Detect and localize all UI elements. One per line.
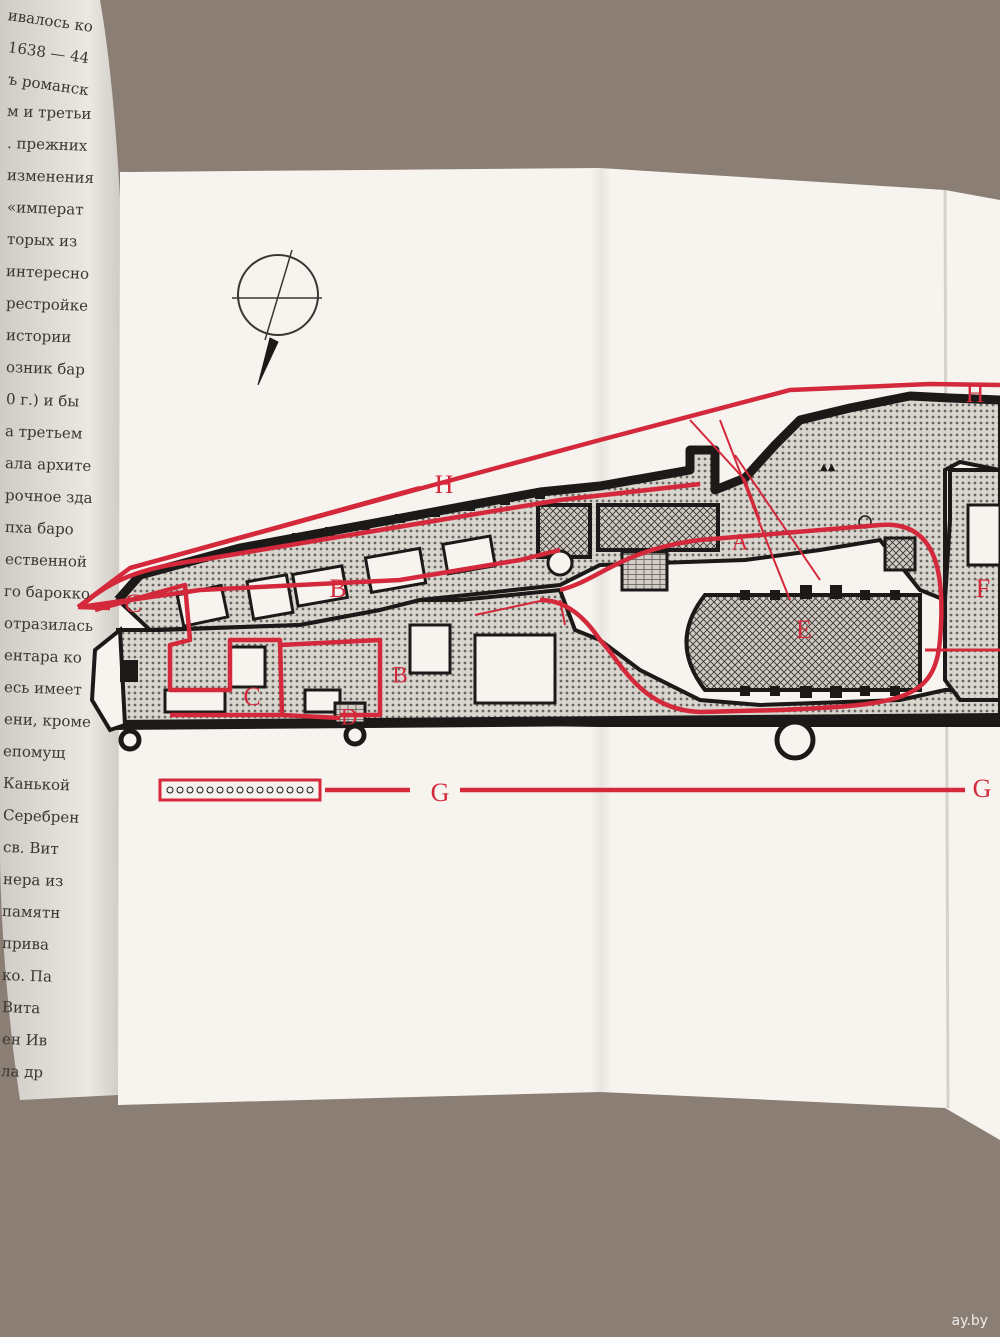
book-text-line: епомущ — [3, 742, 67, 763]
book-text-line: интересно — [6, 262, 90, 283]
book-text-line: ла др — [1, 1062, 44, 1082]
zone-e-outline — [539, 522, 944, 715]
book-text-line: истории — [5, 326, 72, 347]
label-c-south: C — [243, 682, 261, 711]
south-rooms — [163, 623, 557, 714]
west-gate — [89, 626, 138, 733]
book-text-line: ен Ив — [1, 1030, 48, 1050]
book-text-line: нера из — [2, 870, 64, 891]
zone-b-outline — [78, 481, 701, 610]
book-text-line: а третьем — [5, 422, 84, 443]
book-text-line: го барокко — [4, 582, 91, 603]
zone-g-strip — [158, 778, 322, 802]
book-text-line: Серебрен — [2, 806, 80, 827]
route-connectors — [474, 419, 821, 626]
label-h-left: H — [434, 470, 454, 499]
label-d: D — [340, 704, 358, 730]
book-text-line: отразилась — [3, 614, 94, 636]
zone-d-outline — [281, 712, 341, 721]
book-text-line: Канькой — [2, 774, 71, 795]
label-b-lower: B — [392, 662, 408, 688]
book-text-line: м и третьи — [7, 102, 93, 123]
north-outer-wall — [114, 391, 1000, 603]
book-text-line: прива — [1, 934, 50, 954]
label-h-right: H — [965, 379, 985, 408]
book-text-line: озник бар — [5, 358, 86, 379]
label-g-left: G — [430, 778, 450, 807]
book-text-line: изменения — [6, 166, 95, 188]
small-mark: ▲▲ — [820, 462, 836, 473]
book-text-line: . прежних — [6, 134, 88, 155]
book-text-line: ко. Па — [1, 966, 53, 986]
label-b-upper: B — [329, 574, 347, 603]
book-text-line: ентара ко — [3, 646, 83, 667]
south-outer-wall — [114, 713, 1000, 730]
book-text-line: памятн — [2, 902, 62, 923]
compass-icon — [232, 249, 322, 386]
label-e: E — [796, 615, 812, 644]
label-c-west: C — [124, 589, 142, 618]
zone-c-outline — [94, 582, 285, 718]
book-text-line: рочное зда — [4, 486, 93, 508]
zone-h-top-line — [129, 485, 421, 571]
castle-floor-plan — [89, 391, 1000, 761]
book-text-line: пха баро — [4, 518, 74, 539]
st-vitus-cathedral — [684, 515, 922, 698]
book-text-line: «императ — [6, 198, 84, 219]
book-text-line: ественной — [4, 550, 87, 571]
left-book-page — [0, 0, 127, 1100]
book-text-line: торых из — [6, 230, 78, 251]
round-towers — [118, 719, 816, 761]
route-outlines — [76, 381, 1000, 793]
book-text-line: Вита — [1, 998, 41, 1018]
book-text-line: ени, кроме — [3, 710, 91, 732]
book-text-line: 0 г.) и бы — [5, 390, 80, 411]
watermark: ay.by — [951, 1313, 989, 1329]
book-text-line: св. Вит — [2, 838, 59, 858]
east-structure — [943, 468, 1000, 702]
book-text-line: рестройке — [5, 294, 89, 315]
book-text-line: ала архите — [4, 454, 92, 476]
label-a: A — [731, 529, 749, 555]
book-text-line: есь имеет — [3, 678, 83, 699]
paper-fold-crease — [590, 168, 612, 1092]
zone-b-lower-outline — [279, 637, 383, 718]
label-g-right: G — [972, 774, 992, 803]
label-f: F — [975, 574, 991, 603]
